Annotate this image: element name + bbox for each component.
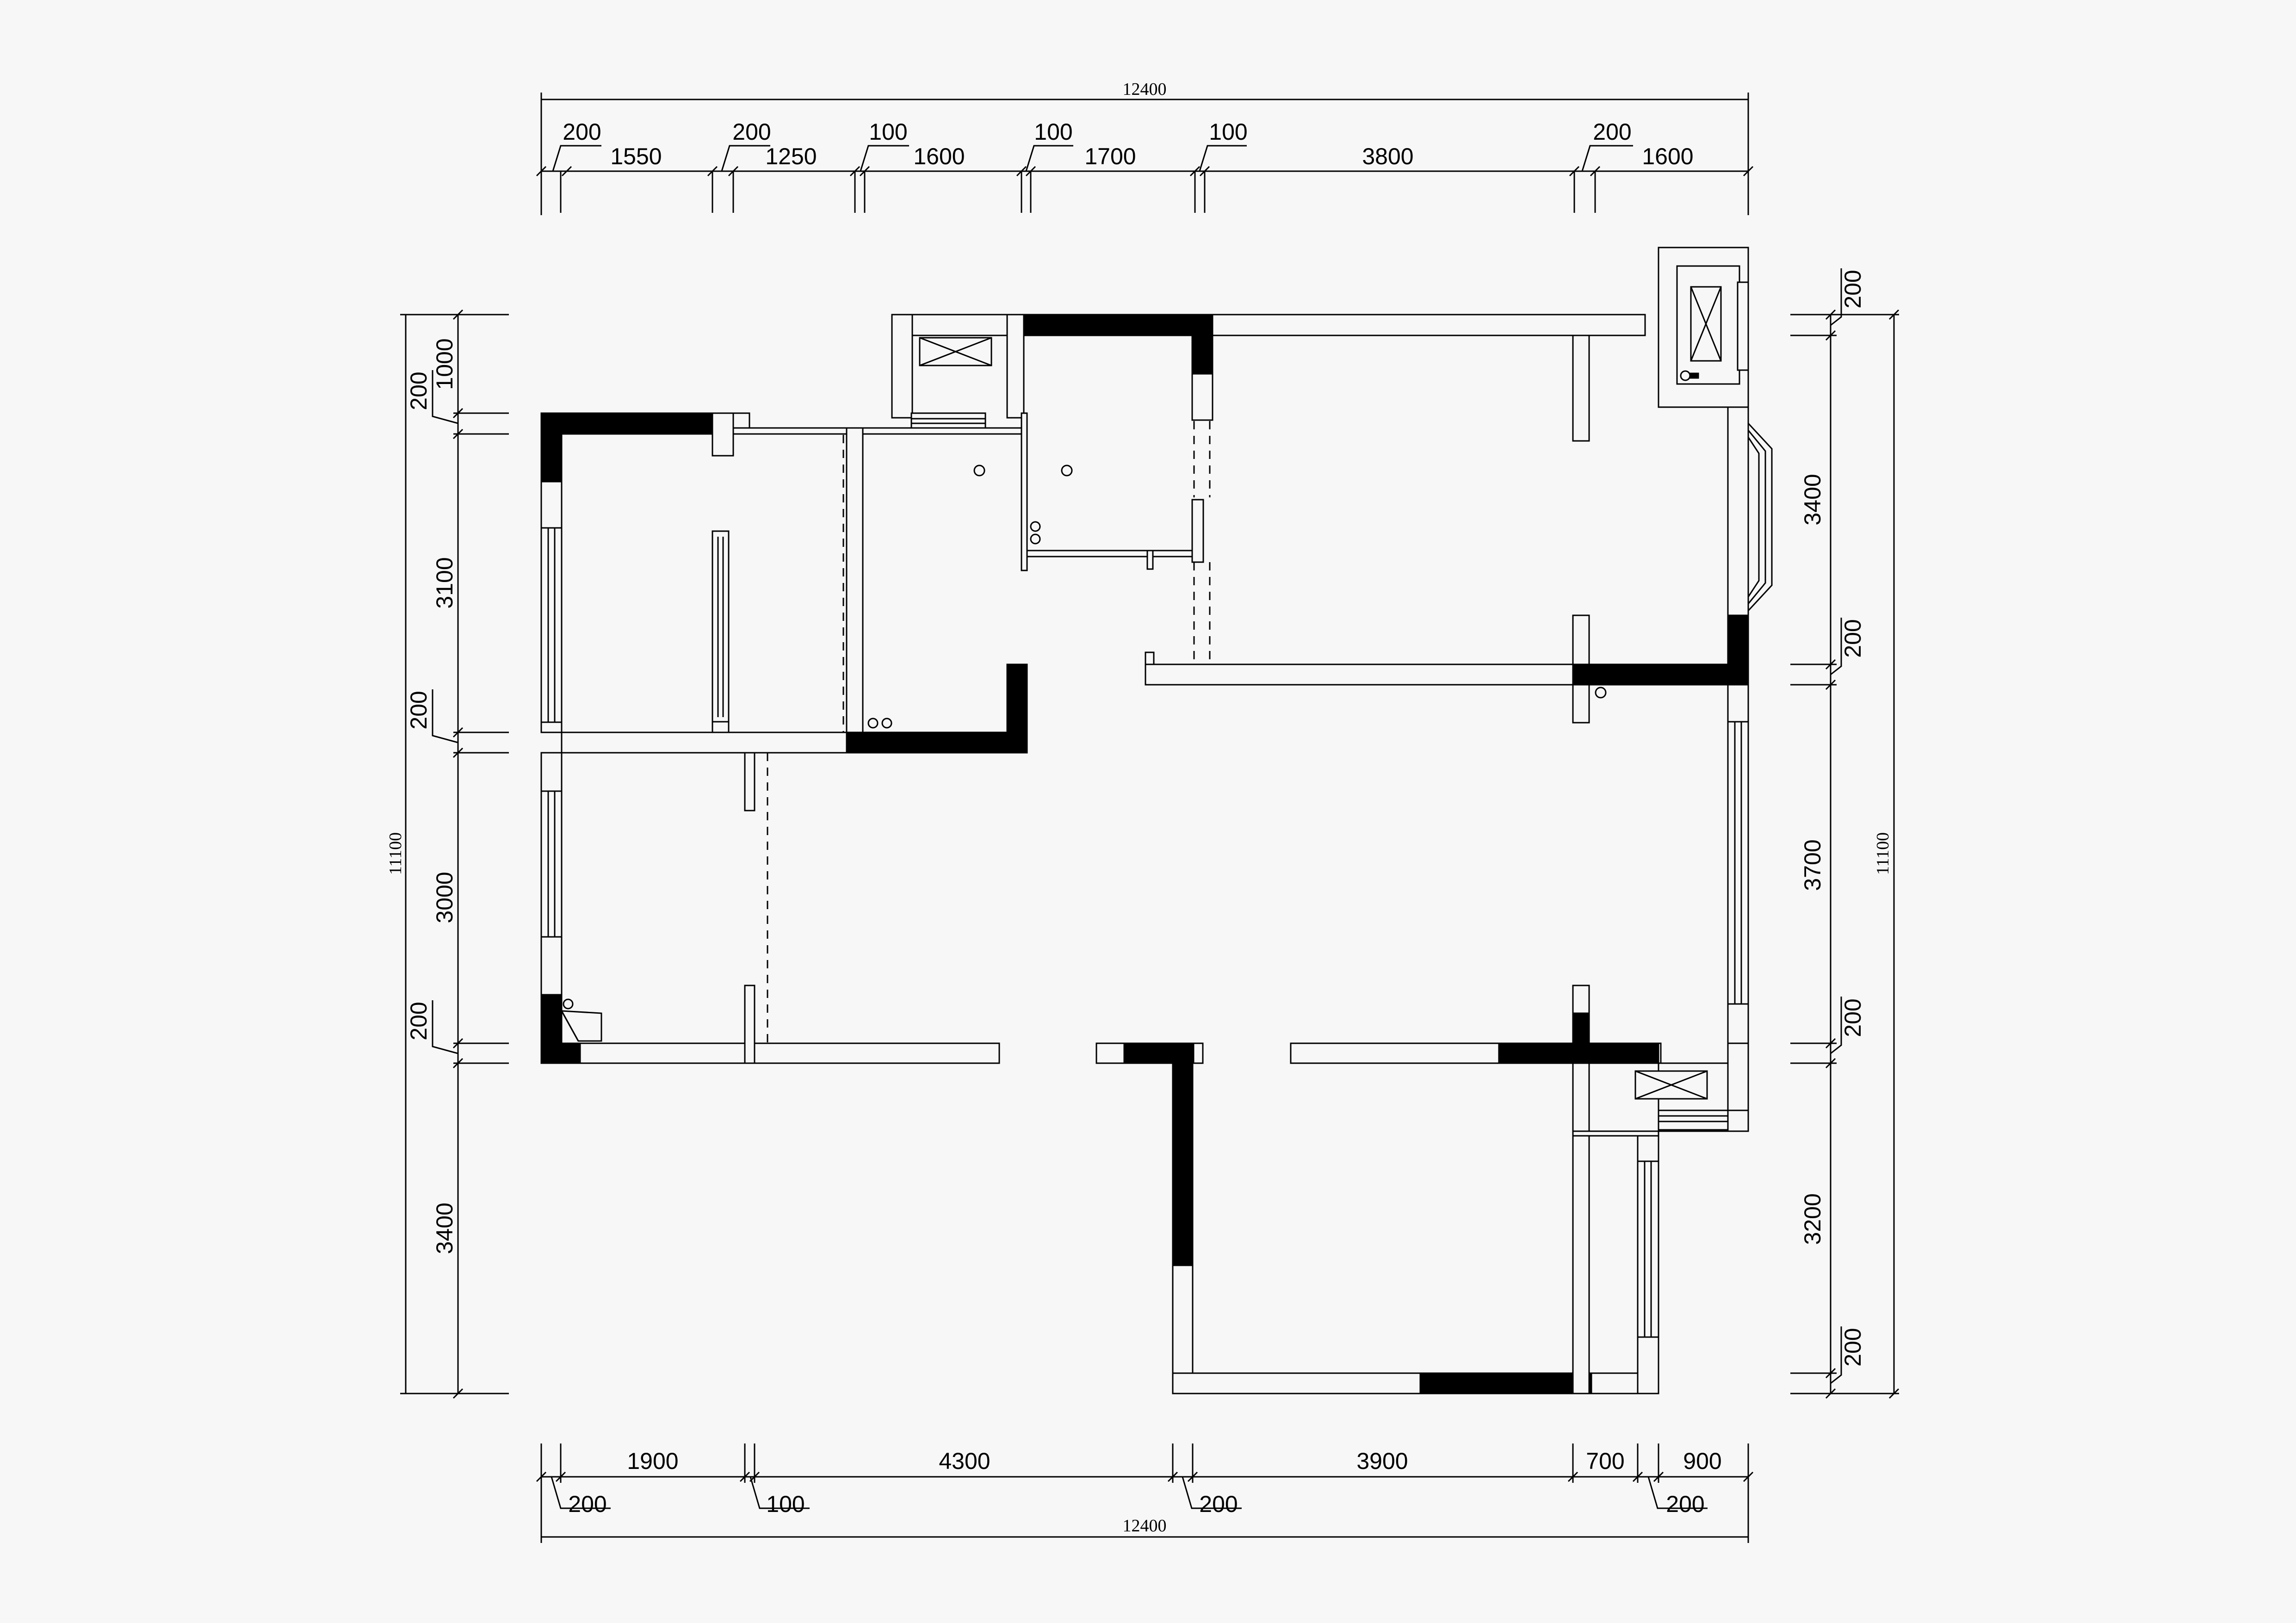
top-segment-label: 1550 <box>610 143 662 169</box>
walls <box>540 247 1749 1394</box>
right-segment-label: 3700 <box>1800 839 1826 891</box>
fixtures <box>560 286 1722 1100</box>
right-wall-label: 200 <box>1840 270 1866 308</box>
left-wall-label: 200 <box>406 1002 432 1040</box>
left-wall-label: 200 <box>406 372 432 410</box>
left-dimension-chain: 11100 1000 3100 3000 3400 200 200 200 <box>386 309 509 1399</box>
top-dimension-chain: 12400 1550 1250 1600 1700 3800 1600 200 … <box>536 80 1754 215</box>
left-segment-label: 3100 <box>432 557 458 608</box>
top-wall-label: 200 <box>563 119 601 145</box>
bottom-segment-label: 1900 <box>627 1448 678 1474</box>
openings <box>767 421 1211 1043</box>
left-total-label: 11100 <box>386 832 405 875</box>
top-wall-label: 100 <box>1034 119 1072 145</box>
bottom-dimension-chain: 1900 4300 3900 700 900 200 100 200 200 1… <box>536 1443 1754 1543</box>
bottom-segment-label: 700 <box>1586 1448 1624 1474</box>
top-wall-label: 200 <box>732 119 771 145</box>
left-segment-label: 3000 <box>432 872 458 923</box>
top-wall-label: 100 <box>869 119 907 145</box>
bottom-total-label: 12400 <box>1123 1516 1167 1536</box>
top-wall-label: 200 <box>1593 119 1631 145</box>
top-total-label: 12400 <box>1123 80 1167 99</box>
right-segment-label: 3200 <box>1800 1193 1826 1245</box>
right-wall-label: 200 <box>1840 998 1866 1037</box>
top-wall-label: 100 <box>1209 119 1247 145</box>
vent-shaft-icon <box>1690 286 1722 362</box>
top-segment-label: 1250 <box>765 143 817 169</box>
windows <box>540 412 1773 1338</box>
top-segment-label: 1600 <box>913 143 965 169</box>
top-segment-label: 1600 <box>1642 143 1693 169</box>
bottom-segment-label: 900 <box>1683 1448 1721 1474</box>
left-wall-label: 200 <box>406 691 432 729</box>
ac-unit-icon <box>1634 1070 1708 1100</box>
right-segment-label: 3400 <box>1800 474 1826 525</box>
pipe-icon <box>563 370 1699 1010</box>
bottom-segment-label: 4300 <box>939 1448 990 1474</box>
ac-unit-icon <box>919 337 992 366</box>
top-segment-label: 1700 <box>1084 143 1136 169</box>
bottom-wall-label: 200 <box>1666 1491 1704 1517</box>
top-segment-label: 3800 <box>1362 143 1413 169</box>
right-wall-label: 200 <box>1840 1328 1866 1366</box>
right-dimension-chain: 200 3400 200 3700 200 3200 200 11100 <box>1790 268 1900 1399</box>
bottom-wall-label: 200 <box>1199 1491 1238 1517</box>
right-total-label: 11100 <box>1873 832 1893 875</box>
left-segment-label: 1000 <box>432 338 458 390</box>
right-wall-label: 200 <box>1840 619 1866 657</box>
bottom-wall-label: 100 <box>766 1491 805 1517</box>
water-heater-icon <box>560 1010 602 1042</box>
left-segment-label: 3400 <box>432 1202 458 1254</box>
bottom-segment-label: 3900 <box>1356 1448 1408 1474</box>
bottom-wall-label: 200 <box>568 1491 606 1517</box>
